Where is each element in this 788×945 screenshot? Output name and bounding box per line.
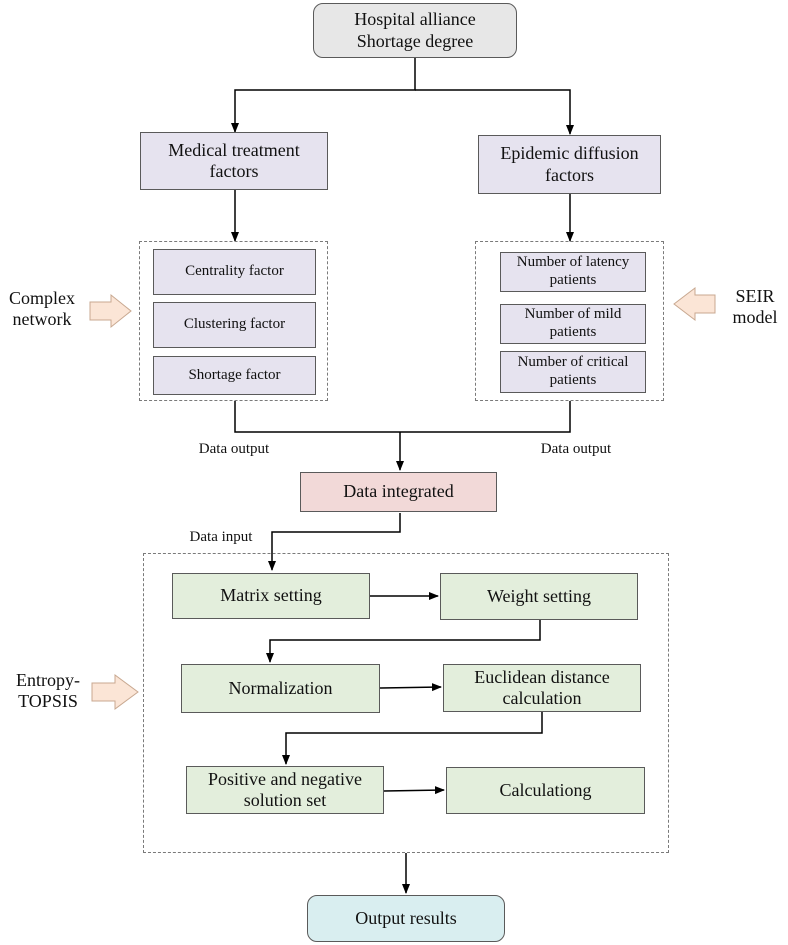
line-left-merge xyxy=(234,401,571,433)
data-input-label: Data input xyxy=(189,529,253,545)
output-results-node: Output results xyxy=(307,895,505,942)
mild-patients-node: Number of mild patients xyxy=(500,304,646,344)
output-results-label: Output results xyxy=(355,907,457,928)
medical-factors-group xyxy=(139,241,328,401)
medical-treatment-node: Medical treatment factors xyxy=(140,132,328,190)
epidemic-diffusion-label: Epidemic diffusion factors xyxy=(500,143,639,185)
centrality-factor-node: Centrality factor xyxy=(153,249,316,295)
arrow-weight-to-normalization xyxy=(266,620,541,663)
critical-patients-label: Number of critical patients xyxy=(517,354,629,388)
entropy-topsis-label: Entropy- TOPSIS xyxy=(16,670,80,711)
arrow-posneg-to-calculating xyxy=(383,786,445,795)
data-integrated-label: Data integrated xyxy=(343,481,454,502)
arrow-normalization-to-euclidean xyxy=(379,683,442,692)
seir-model-label: SEIR model xyxy=(732,286,778,327)
centrality-factor-label: Centrality factor xyxy=(185,263,284,280)
matrix-setting-label: Matrix setting xyxy=(220,585,322,606)
data-output-right-label: Data output xyxy=(540,441,612,457)
latency-patients-node: Number of latency patients xyxy=(500,252,646,292)
seir-model-arrow-icon xyxy=(673,286,716,322)
entropy-topsis-group xyxy=(143,553,669,853)
epidemic-factors-group xyxy=(475,241,664,401)
arrow-top-to-medical xyxy=(231,58,416,133)
arrow-euclidean-to-posneg xyxy=(282,712,543,765)
positive-negative-node: Positive and negative solution set xyxy=(186,766,384,814)
epidemic-diffusion-node: Epidemic diffusion factors xyxy=(478,135,661,194)
critical-patients-node: Number of critical patients xyxy=(500,351,646,393)
shortage-factor-node: Shortage factor xyxy=(153,356,316,395)
data-output-left-label: Data output xyxy=(198,441,270,457)
euclidean-distance-label: Euclidean distance calculation xyxy=(474,666,610,708)
clustering-factor-label: Clustering factor xyxy=(183,316,286,333)
latency-patients-label: Number of latency patients xyxy=(516,254,630,288)
arrow-top-to-epidemic xyxy=(415,89,574,135)
shortage-factor-label: Shortage factor xyxy=(188,366,281,383)
positive-negative-label: Positive and negative solution set xyxy=(208,768,362,810)
entropy-topsis-arrow-icon xyxy=(91,674,139,710)
weight-setting-label: Weight setting xyxy=(486,585,592,606)
normalization-label: Normalization xyxy=(228,677,333,698)
weight-setting-node: Weight setting xyxy=(440,573,638,620)
euclidean-distance-node: Euclidean distance calculation xyxy=(443,664,641,712)
calculating-node: Calculationg xyxy=(446,767,645,814)
mild-patients-label: Number of mild patients xyxy=(524,306,622,340)
data-integrated-node: Data integrated xyxy=(300,472,497,512)
normalization-node: Normalization xyxy=(181,664,380,713)
arrow-integrated-to-matrix xyxy=(268,513,401,571)
medical-treatment-label: Medical treatment factors xyxy=(168,139,300,181)
hospital-alliance-node: Hospital alliance Shortage degree xyxy=(313,3,517,58)
matrix-setting-node: Matrix setting xyxy=(172,573,370,619)
hospital-alliance-label: Hospital alliance Shortage degree xyxy=(354,9,476,51)
clustering-factor-node: Clustering factor xyxy=(153,302,316,348)
calculating-label: Calculationg xyxy=(499,779,592,800)
complex-network-label: Complex network xyxy=(9,288,75,329)
complex-network-arrow-icon xyxy=(89,293,132,329)
